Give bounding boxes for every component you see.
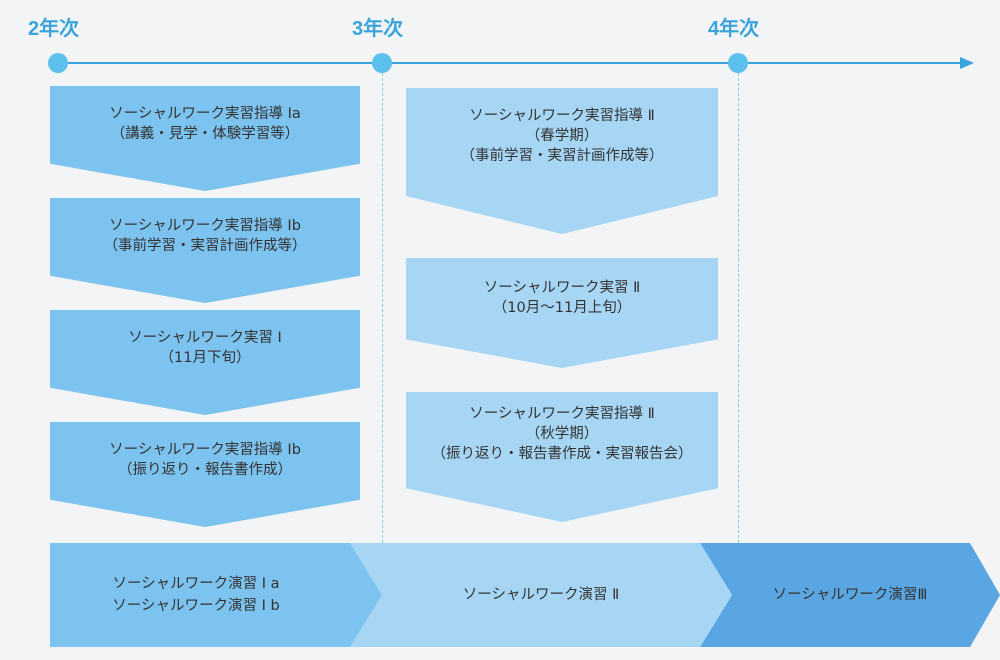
seminar-title: ソーシャルワーク演習 Ⅱ [462,587,620,603]
timeline-axis [57,62,962,64]
course-detail: （事前学習・実習計画作成等） [103,238,307,254]
course-detail: （事前学習・実習計画作成等） [460,148,664,164]
year-label-3: 3年次 [352,18,404,40]
course-practicum-guidance-1a: ソーシャルワーク実習指導 Ⅰa （講義・見学・体験学習等） [50,86,360,191]
course-term: （秋学期） [525,426,599,442]
timeline-dot-year2 [48,53,68,73]
timeline-dot-year3 [372,53,392,73]
course-title: ソーシャルワーク実習 Ⅰ [128,330,282,346]
course-title: ソーシャルワーク実習指導 Ⅰb [109,442,301,458]
seminar-band-2: ソーシャルワーク演習 Ⅱ [350,543,732,647]
course-title: ソーシャルワーク実習指導 Ⅱ [469,406,655,422]
seminar-band-1: ソーシャルワーク演習 Ⅰ a ソーシャルワーク演習 Ⅰ b [50,543,382,647]
course-detail: （振り返り・報告書作成・実習報告会） [431,446,693,462]
course-title: ソーシャルワーク実習 Ⅱ [483,280,641,296]
seminar-band-3: ソーシャルワーク演習Ⅲ [700,543,1000,647]
course-practicum-guidance-2-autumn: ソーシャルワーク実習指導 Ⅱ （秋学期） （振り返り・報告書作成・実習報告会） [406,392,718,522]
course-term: （春学期） [525,128,599,144]
course-detail: （講義・見学・体験学習等） [110,126,300,142]
course-practicum-guidance-1b-post: ソーシャルワーク実習指導 Ⅰb （振り返り・報告書作成） [50,422,360,527]
divider-year3 [382,73,383,543]
course-practicum-guidance-2-spring: ソーシャルワーク実習指導 Ⅱ （春学期） （事前学習・実習計画作成等） [406,88,718,234]
course-detail: （11月下旬） [159,350,251,366]
course-detail: （振り返り・報告書作成） [118,462,292,478]
seminar-title: ソーシャルワーク演習 Ⅰ a [112,576,280,592]
timeline-arrowhead [960,57,974,69]
seminar-title: ソーシャルワーク演習Ⅲ [772,587,928,603]
course-practicum-2: ソーシャルワーク実習 Ⅱ （10月〜11月上旬） [406,258,718,368]
course-title: ソーシャルワーク実習指導 Ⅰb [109,218,301,234]
course-title: ソーシャルワーク実習指導 Ⅱ [469,108,655,124]
year-label-2: 2年次 [28,18,80,40]
year-label-4: 4年次 [708,18,760,40]
course-practicum-1: ソーシャルワーク実習 Ⅰ （11月下旬） [50,310,360,415]
seminar-title: ソーシャルワーク演習 Ⅰ b [112,598,280,614]
course-title: ソーシャルワーク実習指導 Ⅰa [109,106,301,122]
course-practicum-guidance-1b-pre: ソーシャルワーク実習指導 Ⅰb （事前学習・実習計画作成等） [50,198,360,303]
divider-year4 [738,73,739,543]
timeline-dot-year4 [728,53,748,73]
course-detail: （10月〜11月上旬） [492,300,632,316]
